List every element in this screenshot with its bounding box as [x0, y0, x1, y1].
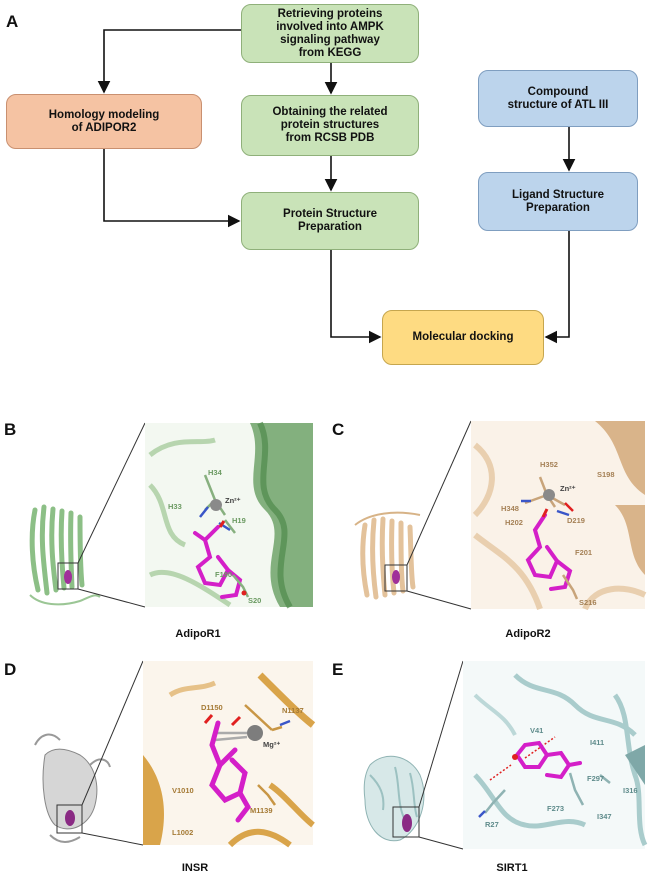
residue-label-s198: S198: [597, 470, 615, 479]
residue-label-d219: D219: [567, 516, 585, 525]
box-protein-preparation: Protein Structure Preparation: [241, 192, 419, 250]
flowchart-arrows: [97, 29, 576, 344]
insr-binding-site-zoom: [143, 661, 316, 848]
residue-label-d1150: D1150: [201, 703, 223, 712]
caption-sirt1: SIRT1: [496, 862, 528, 874]
residue-label-h19: H19: [232, 516, 246, 525]
arrow-retrieving-to-homology: [97, 29, 241, 94]
residue-label-f273: F273: [547, 804, 564, 813]
residue-label-s216: S216: [579, 598, 597, 607]
residue-label-f190: F190: [215, 570, 232, 579]
adipor2-binding-site-zoom: [471, 421, 647, 611]
residue-label-i347: I347: [597, 812, 612, 821]
arrow-homology-to-protein-prep: [103, 149, 241, 228]
sirt1-binding-site-zoom: [463, 661, 648, 849]
caption-adipor1: AdipoR1: [175, 628, 221, 640]
sirt1-structure-figure: V41 I411 F297 I316 R27 F273 I347: [363, 660, 648, 850]
residue-label-n1137: N1137: [282, 706, 304, 715]
box-molecular-docking: Molecular docking: [382, 310, 544, 365]
panel-letter-e: E: [332, 660, 344, 679]
panel-letter-c: C: [332, 420, 345, 439]
caption-insr: INSR: [181, 862, 209, 874]
box-obtaining-structures: Obtaining the related protein structures…: [241, 95, 419, 156]
panel-letter-a: A: [6, 12, 19, 31]
residue-label-f201: F201: [575, 548, 592, 557]
ion-label-zn-2: Zn²⁺: [560, 484, 576, 493]
residue-label-f297: F297: [587, 774, 604, 783]
box-homology-modeling: Homology modeling of ADIPOR2: [6, 94, 202, 149]
residue-label-h352: H352: [540, 460, 558, 469]
residue-label-s20: S20: [248, 596, 261, 605]
adipor1-structure-figure: H34 H33 Zn²⁺ H19 F190 S20: [29, 421, 313, 609]
ion-label-mg: Mg²⁺: [263, 740, 280, 749]
residue-label-h348: H348: [501, 504, 519, 513]
ion-label-zn: Zn²⁺: [225, 496, 241, 505]
residue-label-h33: H33: [168, 502, 182, 511]
insr-structure-figure: D1150 N1137 Mg²⁺ M1139 V1010 L1002: [34, 660, 316, 848]
panel-letter-d: D: [4, 660, 17, 679]
residue-label-l1002: L1002: [172, 828, 193, 837]
residue-label-v41: V41: [530, 726, 543, 735]
box-compound-structure: Compound structure of ATL III: [478, 70, 638, 127]
box-retrieving-proteins: Retrieving proteins involved into AMPK s…: [241, 4, 419, 63]
box-ligand-preparation: Ligand Structure Preparation: [478, 172, 638, 231]
residue-label-v1010: V1010: [172, 786, 194, 795]
adipor1-binding-site-zoom: [145, 421, 313, 609]
sirt1-overview-protein: [363, 755, 425, 842]
residue-label-i411: I411: [590, 738, 604, 747]
caption-adipor2: AdipoR2: [505, 628, 551, 640]
panel-letter-b: B: [4, 420, 17, 439]
residue-label-m1139: M1139: [250, 806, 273, 815]
insr-overview-protein: [34, 733, 111, 843]
adipor2-structure-figure: H352 S198 Zn²⁺ H348 H202 D219 F201 S216: [354, 420, 647, 611]
arrow-ligand-prep-to-docking: [544, 231, 570, 344]
residue-label-r27: R27: [485, 820, 499, 829]
arrow-protein-prep-to-docking: [330, 250, 382, 344]
adipor2-overview-protein: [354, 511, 421, 600]
residue-label-h34: H34: [208, 468, 223, 477]
adipor1-overview-protein: [29, 504, 101, 606]
residue-label-h202: H202: [505, 518, 523, 527]
residue-label-i316: I316: [623, 786, 638, 795]
